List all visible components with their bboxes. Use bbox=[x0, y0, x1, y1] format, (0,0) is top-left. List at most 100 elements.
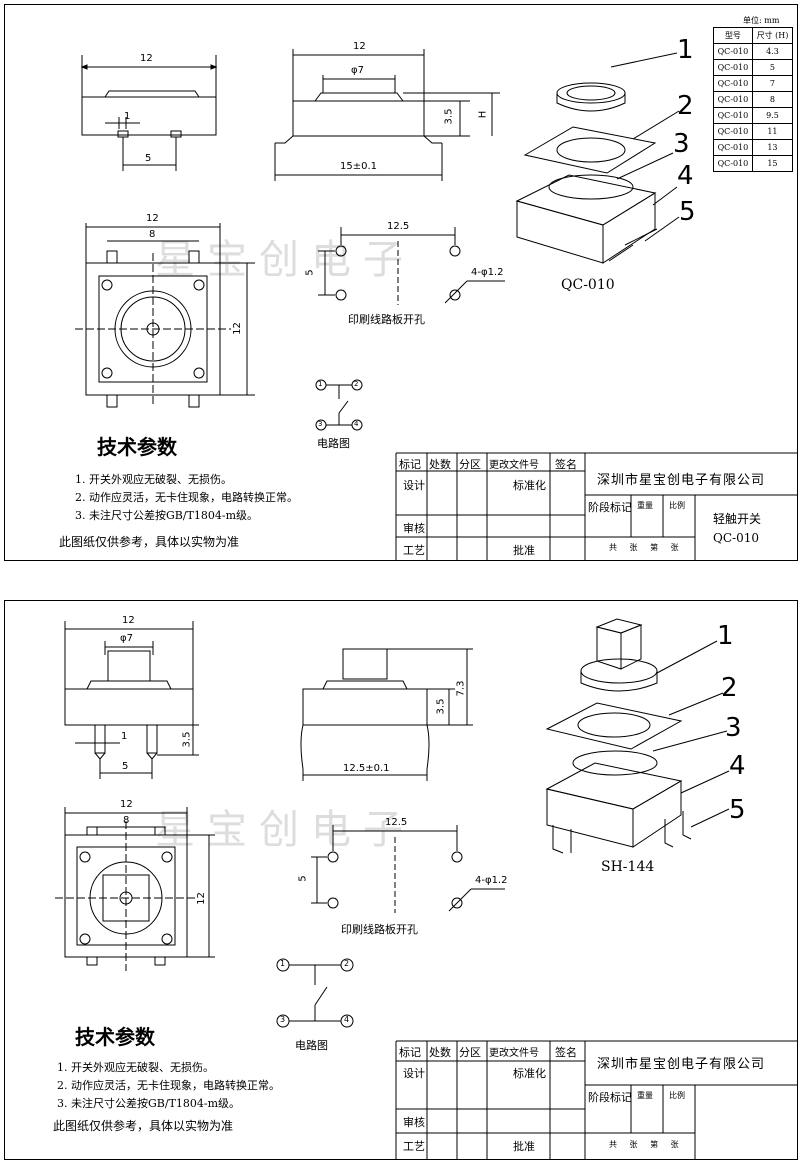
dim-pcb-holes: 4-φ1.2 bbox=[475, 875, 508, 886]
disclaimer: 此图纸仅供参考，具体以实物为准 bbox=[59, 535, 240, 549]
tb-process: 工艺 bbox=[403, 1140, 425, 1153]
tb-design: 设计 bbox=[403, 479, 425, 492]
title-block-grid bbox=[395, 1040, 797, 1159]
circuit-diagram bbox=[276, 958, 354, 1028]
tb-pages: 共 张 第 张 bbox=[609, 543, 679, 552]
tech-note-2: 2. 动作应灵活，无卡住现象，电路转换正常。 bbox=[57, 1079, 280, 1092]
exploded-view bbox=[545, 618, 730, 854]
tb-standard: 标准化 bbox=[513, 1067, 546, 1080]
pcb-label: 印刷线路板开孔 bbox=[348, 313, 425, 326]
dim-pin-pitch: 5 bbox=[145, 153, 152, 164]
tb-product-model: QC-010 bbox=[713, 531, 759, 545]
pcb-hole-layout bbox=[311, 825, 505, 913]
spec-cell: QC-010 bbox=[713, 43, 753, 60]
dim-total-height: H bbox=[477, 110, 489, 119]
circuit-label: 电路图 bbox=[317, 437, 350, 450]
side-view bbox=[80, 55, 218, 171]
dim-pcb-pitch-x: 12.5 bbox=[385, 817, 408, 828]
spec-cell: 8 bbox=[751, 91, 794, 108]
watermark: 星宝创电子 bbox=[155, 807, 415, 853]
circuit-node-3: 3 bbox=[318, 420, 323, 428]
tech-title: 技术参数 bbox=[75, 1025, 155, 1049]
spec-header-model: 型号 bbox=[713, 27, 753, 44]
tb-company: 深圳市星宝创电子有限公司 bbox=[597, 1057, 766, 1072]
dim-top-width-inner: 8 bbox=[149, 229, 156, 240]
dim-pin-len: 3.5 bbox=[181, 731, 193, 748]
spec-cell: 15 bbox=[751, 155, 794, 172]
front-view bbox=[274, 49, 500, 181]
tb-head-doc: 更改文件号 bbox=[489, 460, 539, 471]
spec-cell: QC-010 bbox=[713, 91, 753, 108]
spec-header-size: 尺寸 (H) bbox=[751, 27, 794, 44]
tb-stage: 阶段标记 bbox=[588, 1091, 632, 1104]
spec-cell: QC-010 bbox=[713, 139, 753, 156]
part-number-4: 4 bbox=[677, 161, 694, 191]
tb-approve: 批准 bbox=[513, 544, 535, 557]
tb-weight: 重量 bbox=[637, 501, 653, 510]
tb-head-zone: 分区 bbox=[459, 1046, 481, 1059]
dim-body-height: 3.5 bbox=[435, 698, 447, 715]
part-number-3: 3 bbox=[673, 129, 690, 159]
tb-head-zone: 分区 bbox=[459, 458, 481, 471]
tb-product: 轻触开关 bbox=[713, 512, 762, 526]
circuit-node-3: 3 bbox=[280, 1015, 286, 1024]
tb-head-sign: 签名 bbox=[555, 1046, 577, 1059]
disclaimer: 此图纸仅供参考，具体以实物为准 bbox=[53, 1119, 234, 1133]
dim-pcb-pitch-x: 12.5 bbox=[387, 221, 410, 232]
tb-standard: 标准化 bbox=[513, 479, 546, 492]
circuit-diagram bbox=[315, 379, 363, 431]
side-view bbox=[64, 621, 199, 779]
tb-company: 深圳市星宝创电子有限公司 bbox=[597, 473, 766, 488]
top-view bbox=[75, 223, 255, 408]
tech-note-3: 3. 未注尺寸公差按GB/T1804-m级。 bbox=[75, 509, 259, 522]
spec-cell: 13 bbox=[751, 139, 794, 156]
part-number-1: 1 bbox=[717, 621, 734, 651]
sheet1-drawings bbox=[75, 49, 797, 560]
part-number-5: 5 bbox=[729, 795, 746, 825]
tb-weight: 重量 bbox=[637, 1091, 653, 1100]
tech-title: 技术参数 bbox=[97, 435, 177, 459]
spec-cell: QC-010 bbox=[713, 75, 753, 92]
tb-process: 工艺 bbox=[403, 544, 425, 557]
drawing-sheet-sh144: 星宝创电子 bbox=[4, 600, 798, 1160]
dim-side-width: 12 bbox=[122, 615, 135, 626]
tb-review: 审核 bbox=[403, 1116, 425, 1129]
circuit-node-2: 2 bbox=[354, 380, 359, 388]
dim-pin-pitch: 5 bbox=[122, 761, 129, 772]
part-number-4: 4 bbox=[729, 751, 746, 781]
part-number-1: 1 bbox=[677, 35, 694, 65]
tb-head-mark: 标记 bbox=[399, 458, 421, 471]
dim-top-height: 12 bbox=[231, 322, 243, 335]
exploded-view bbox=[515, 52, 680, 264]
dim-cap-dia: φ7 bbox=[120, 633, 133, 644]
tb-design: 设计 bbox=[403, 1067, 425, 1080]
tech-note-2: 2. 动作应灵活，无卡住现象，电路转换正常。 bbox=[75, 491, 298, 504]
tb-head-sign: 签名 bbox=[555, 458, 577, 471]
drawing-sheet-qc010: 星宝创电子 bbox=[4, 4, 798, 561]
tech-note-3: 3. 未注尺寸公差按GB/T1804-m级。 bbox=[57, 1097, 241, 1110]
spec-cell: QC-010 bbox=[713, 59, 753, 76]
tech-note-1: 1. 开关外观应无破裂、无损伤。 bbox=[75, 473, 232, 486]
dim-total-height: 7.3 bbox=[455, 680, 467, 697]
circuit-node-4: 4 bbox=[354, 420, 359, 428]
dim-top-height: 12 bbox=[195, 892, 207, 905]
tb-head-count: 处数 bbox=[429, 1046, 451, 1059]
spec-cell: QC-010 bbox=[713, 155, 753, 172]
front-view bbox=[300, 648, 473, 781]
watermark: 星宝创电子 bbox=[155, 237, 415, 283]
dim-lead-span: 15±0.1 bbox=[340, 161, 378, 172]
dim-pin-offset: 1 bbox=[121, 731, 128, 742]
dim-top-width-outer: 12 bbox=[146, 213, 159, 224]
spec-cell: 9.5 bbox=[751, 107, 794, 124]
circuit-node-1: 1 bbox=[318, 380, 323, 388]
dim-cap-dia: φ7 bbox=[351, 65, 364, 76]
part-number-5: 5 bbox=[679, 197, 696, 227]
tb-pages: 共 张 第 张 bbox=[609, 1140, 679, 1149]
dim-pcb-pitch-y: 5 bbox=[304, 269, 316, 276]
